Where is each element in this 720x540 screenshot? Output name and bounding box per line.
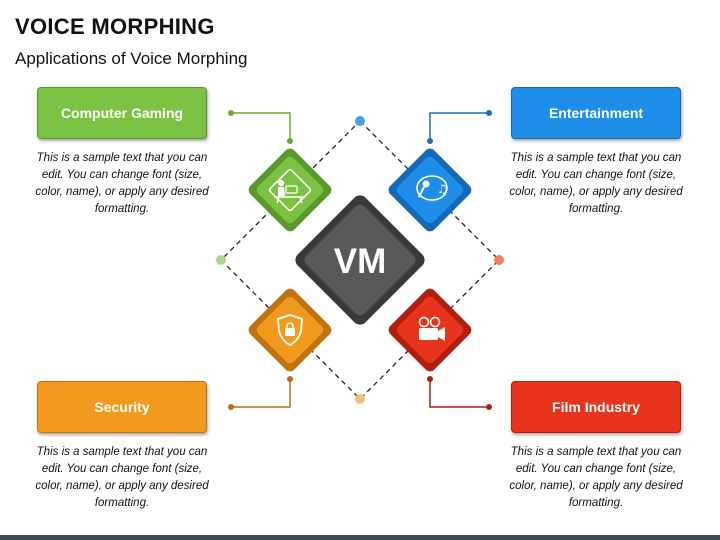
film-diamond — [388, 288, 472, 372]
connector-dot-bottom — [355, 394, 365, 404]
connector-gaming — [228, 110, 293, 144]
connector-entertainment — [427, 110, 492, 144]
card-entertainment: Entertainment — [511, 87, 681, 139]
connector-dot-top — [355, 116, 365, 126]
center-diamond: VM — [295, 195, 425, 325]
desc-computer-gaming: This is a sample text that you can edit.… — [35, 152, 209, 215]
slide-subtitle: Applications of Voice Morphing — [15, 49, 248, 68]
desc-entertainment: This is a sample text that you can edit.… — [509, 152, 683, 215]
film-camera-icon — [418, 316, 445, 341]
connector-dot-right — [494, 255, 504, 265]
entertainment-diamond: ♫ — [388, 148, 472, 232]
card-security: Security — [37, 381, 207, 433]
computer-gaming-icon — [274, 179, 305, 204]
microphone-music-icon: ♫ — [416, 175, 448, 201]
connector-security — [228, 376, 293, 410]
connector-film — [427, 376, 492, 410]
center-label: VM — [334, 242, 387, 281]
desc-security: This is a sample text that you can edit.… — [35, 446, 209, 509]
slide-title: VOICE MORPHING — [15, 14, 215, 39]
svg-text:♫: ♫ — [437, 182, 448, 196]
footer-bar — [0, 535, 720, 540]
connector-dot-left — [216, 255, 226, 265]
card-computer-gaming: Computer Gaming — [37, 87, 207, 139]
security-diamond — [248, 288, 332, 372]
gaming-diamond — [248, 148, 332, 232]
desc-film-industry: This is a sample text that you can edit.… — [509, 446, 683, 509]
card-film-industry: Film Industry — [511, 381, 681, 433]
shield-lock-icon — [277, 314, 303, 347]
